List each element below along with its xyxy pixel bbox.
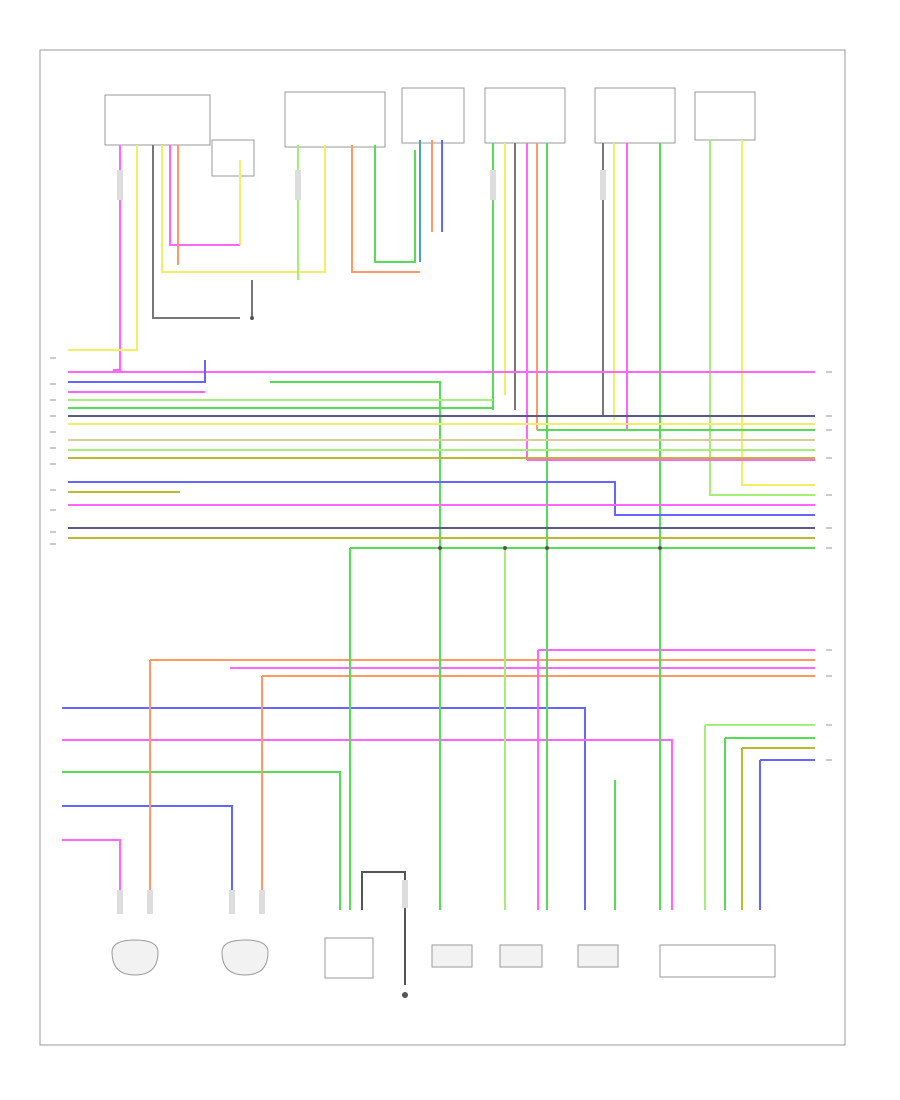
diagram-frame [39, 49, 846, 1046]
sensor-3 [431, 944, 473, 968]
connector-1 [117, 170, 123, 200]
top-vertical-wires [68, 140, 815, 550]
wire-yellow-6 [741, 140, 815, 486]
component-box-2 [284, 91, 386, 148]
wire-yellow-1 [68, 145, 138, 351]
wire-gray-1 [152, 145, 240, 319]
horizontal-bus-wires [68, 360, 815, 550]
connector-2 [295, 170, 301, 200]
component-box-5 [594, 87, 676, 144]
connector-5 [117, 890, 123, 914]
junction-nodes [250, 316, 662, 998]
connector-ticks [117, 170, 606, 914]
node-5 [250, 316, 254, 320]
lower-wire-7 [62, 771, 341, 910]
wire-green-1 [374, 145, 416, 263]
sensor-4 [499, 944, 543, 968]
bottom-components [111, 937, 776, 979]
bus-wire-3 [270, 381, 441, 550]
lower-horizontal-wires [62, 649, 815, 910]
left-edge-pins [50, 357, 56, 545]
sensor-5 [577, 944, 619, 968]
connector-4 [600, 170, 606, 200]
wire-pink-2 [169, 145, 240, 246]
component-box-6 [694, 91, 756, 141]
node-2 [503, 546, 507, 550]
module-2 [659, 944, 776, 978]
right-edge-pins [826, 371, 832, 761]
component-box-3 [401, 87, 465, 144]
lower-vertical-wires [149, 545, 761, 985]
wire-orange-2 [351, 145, 420, 273]
ground-node [402, 992, 408, 998]
node-3 [545, 546, 549, 550]
connector-7 [229, 890, 235, 914]
wire-pink-1 [113, 145, 121, 371]
wire-yellow-2 [161, 145, 326, 273]
wire-lightgreen-2 [709, 140, 815, 496]
lower-wire-5 [62, 707, 586, 910]
lower-wire-9 [62, 839, 121, 910]
sensor-1 [111, 939, 159, 976]
top-components [104, 87, 756, 177]
bus-wire-2 [68, 360, 206, 383]
connector-6 [147, 890, 153, 914]
component-box-1 [104, 94, 211, 146]
drop-dark-1 [361, 871, 406, 985]
component-box-7 [211, 139, 255, 177]
lower-wire-6 [62, 739, 673, 910]
connector-8 [259, 890, 265, 914]
sensor-2 [221, 939, 269, 976]
bus-wire-14 [68, 481, 815, 516]
connector-3 [490, 170, 496, 200]
node-1 [438, 546, 442, 550]
lower-wire-8 [62, 805, 233, 910]
module-1 [324, 937, 374, 979]
node-4 [658, 546, 662, 550]
component-box-4 [484, 87, 566, 144]
connector-9 [402, 880, 408, 908]
